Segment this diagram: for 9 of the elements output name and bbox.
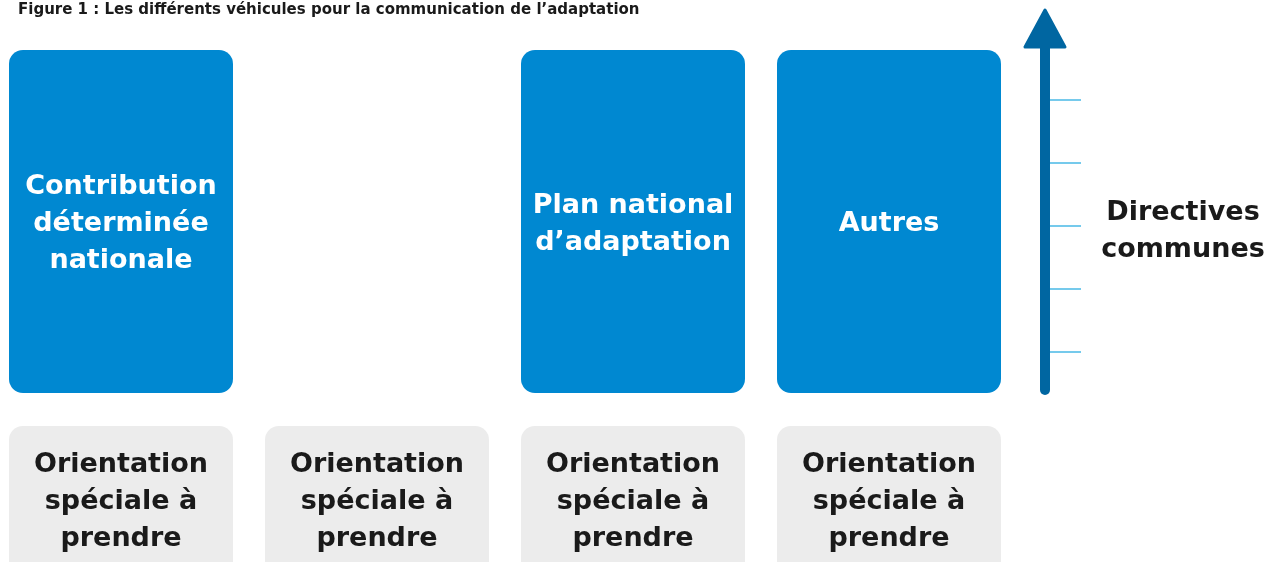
figure-title: Figure 1 : Les différents véhicules pour la communication de l’adaptation [18, 0, 640, 18]
vehicle-box: Plan national d’adaptation [521, 50, 745, 393]
guidance-box: Orientation spéciale à prendre [521, 426, 745, 562]
axis-label: Directives communes [1100, 194, 1266, 265]
vehicle-box: Autres [777, 50, 1001, 393]
guidance-box: Orientation spéciale à prendre [9, 426, 233, 562]
guidance-box: Orientation spéciale à prendre [777, 426, 1001, 562]
vehicle-box: Contribution déterminée nationale [9, 50, 233, 393]
guidance-box: Orientation spéciale à prendre [265, 426, 489, 562]
